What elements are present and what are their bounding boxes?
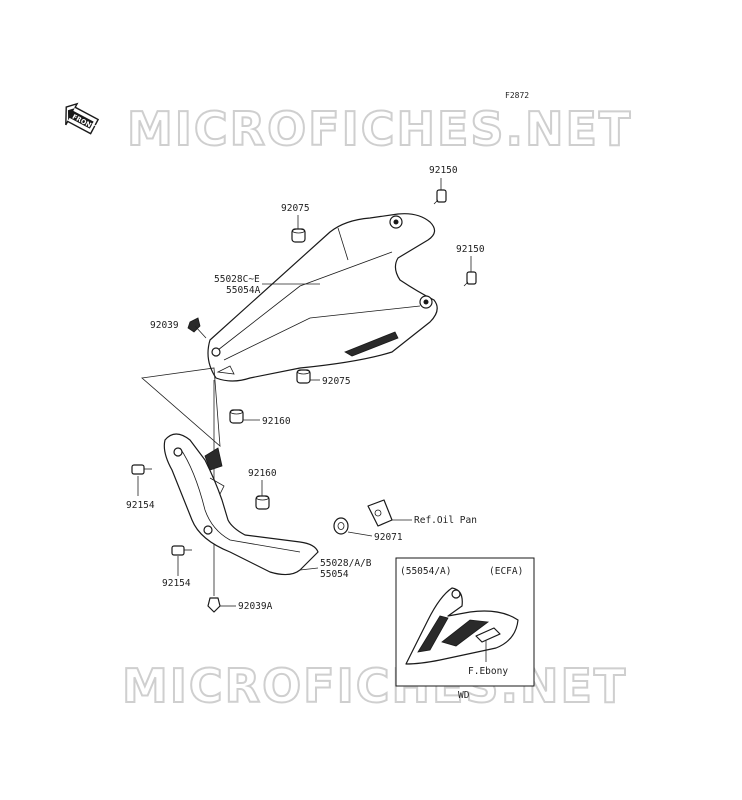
- label-55028-a-b: 55028/A/B: [320, 558, 372, 569]
- grommet-92075-lower: [296, 369, 311, 384]
- inset-panel: (55054/A) (ECFA) F.Ebony WD: [395, 557, 535, 701]
- label-92150-a: 92150: [429, 165, 458, 176]
- watermark-top: MICROFICHES.NET: [127, 102, 632, 156]
- label-92039: 92039: [150, 320, 179, 331]
- inset-color-label: F.Ebony: [468, 666, 508, 677]
- label-ref-oil-pan: Ref.Oil Pan: [414, 515, 477, 526]
- label-92160-b: 92160: [248, 468, 277, 479]
- figure-code: F2872: [505, 91, 529, 100]
- watermark-bottom: MICROFICHES.NET: [122, 659, 627, 713]
- oil-pan-bracket-icon: [367, 499, 393, 527]
- front-arrow-icon: FRONT: [65, 102, 100, 135]
- bolt-92150-a: [433, 189, 447, 205]
- inset-label-55054a: (55054/A): [400, 566, 451, 577]
- label-92039a: 92039A: [238, 601, 273, 612]
- label-55054a: 55054A: [226, 285, 261, 296]
- lower-cowl: [163, 433, 319, 576]
- label-55054: 55054: [320, 569, 349, 580]
- upper-cowl: [207, 213, 438, 382]
- label-92075-upper: 92075: [281, 203, 310, 214]
- label-92150-b: 92150: [456, 244, 485, 255]
- label-92075-lower: 92075: [322, 376, 351, 387]
- bolt-92154-b: [171, 545, 192, 556]
- label-92154-a: 92154: [126, 500, 155, 511]
- bolt-92154-a: [131, 464, 152, 475]
- label-55028c-e: 55028C~E: [214, 274, 260, 285]
- grommet-92160-a: [229, 409, 244, 424]
- label-92071: 92071: [374, 532, 403, 543]
- label-92154-b: 92154: [162, 578, 191, 589]
- clip-92039a-icon: [207, 597, 221, 613]
- grommet-92075-upper: [291, 228, 306, 243]
- collar-92071: [333, 517, 349, 535]
- label-92160-a: 92160: [262, 416, 291, 427]
- grommet-92160-b: [255, 495, 270, 510]
- inset-label-ecfa: (ECFA): [489, 566, 523, 577]
- bolt-92150-b: [463, 271, 477, 287]
- inset-footer-wd: WD: [458, 690, 470, 701]
